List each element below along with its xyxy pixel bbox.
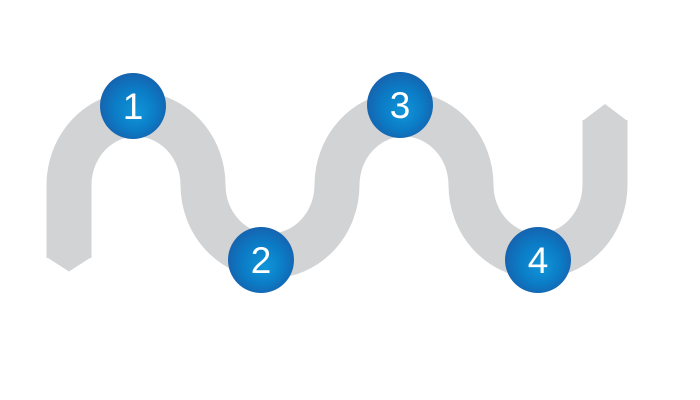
step-node-2: 2 (228, 227, 294, 293)
track-end-tip (582, 104, 628, 121)
step-circle-3 (367, 72, 433, 138)
step-number-3: 3 (390, 85, 411, 126)
step-circle-4 (505, 227, 571, 293)
step-circle-1 (100, 73, 166, 139)
step-number-2: 2 (251, 240, 272, 281)
step-number-1: 1 (123, 86, 144, 127)
step-node-1: 1 (100, 73, 166, 139)
step-circle-2 (228, 227, 294, 293)
step-number-4: 4 (528, 240, 549, 281)
step-node-4: 4 (505, 227, 571, 293)
step-node-3: 3 (367, 72, 433, 138)
wave-track (46, 91, 628, 279)
track-start-tip (46, 257, 92, 272)
